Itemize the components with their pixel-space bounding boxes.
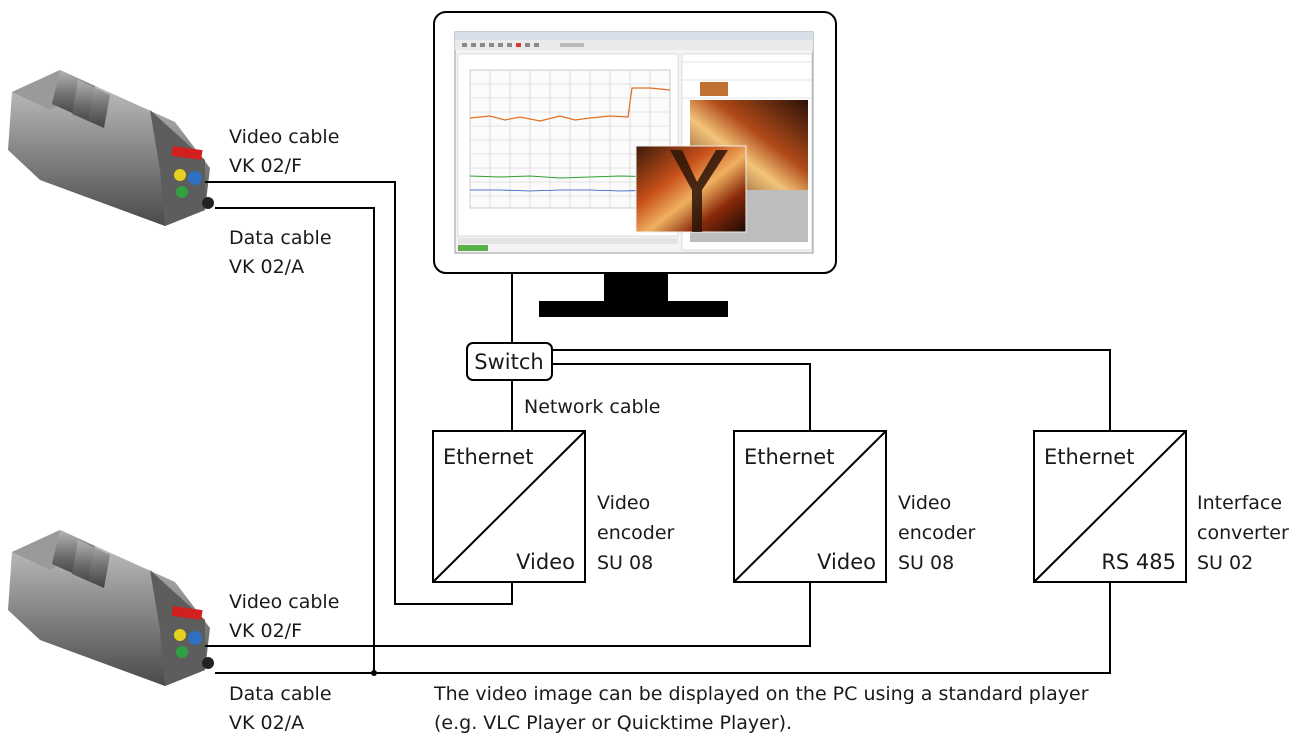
- data-cables: [215, 207, 1111, 676]
- svg-text:Data cable: Data cable: [229, 683, 332, 705]
- network-cable-label: Network cable: [524, 396, 661, 418]
- svg-text:converter: converter: [1197, 522, 1289, 544]
- device-caption-1: Video encoder SU 08: [597, 492, 675, 574]
- monitor-stand: [539, 273, 728, 317]
- footnote: The video image can be displayed on the …: [433, 683, 1089, 734]
- svg-text:Video cable: Video cable: [229, 591, 339, 613]
- svg-text:Video cable: Video cable: [229, 126, 339, 148]
- svg-text:encoder: encoder: [597, 522, 675, 544]
- pc-monitor: [433, 11, 837, 274]
- svg-text:(e.g. VLC Player or Quicktime: (e.g. VLC Player or Quicktime Player).: [434, 712, 792, 734]
- svg-text:SU 08: SU 08: [898, 552, 954, 574]
- device-port-top: Ethernet: [744, 445, 834, 469]
- device-caption-3: Interface converter SU 02: [1197, 492, 1289, 574]
- pyrometer-camera-2: [8, 530, 214, 686]
- video-encoder-1: Ethernet Video: [432, 430, 586, 583]
- device-caption-2: Video encoder SU 08: [898, 492, 976, 574]
- device-port-top: Ethernet: [443, 445, 533, 469]
- cable-label-video-1: Video cable VK 02/F: [229, 126, 339, 177]
- device-port-bottom: Video: [817, 550, 876, 574]
- video-cables: [205, 181, 811, 647]
- svg-text:Interface: Interface: [1197, 492, 1282, 514]
- svg-text:Data cable: Data cable: [229, 227, 332, 249]
- svg-text:Video: Video: [898, 492, 951, 514]
- svg-text:Video: Video: [597, 492, 650, 514]
- svg-text:VK 02/A: VK 02/A: [229, 712, 304, 734]
- svg-text:VK 02/F: VK 02/F: [229, 620, 302, 642]
- device-port-top: Ethernet: [1044, 445, 1134, 469]
- device-port-bottom: Video: [516, 550, 575, 574]
- svg-text:SU 08: SU 08: [597, 552, 653, 574]
- cable-label-data-2: Data cable VK 02/A: [229, 683, 332, 734]
- video-encoder-2: Ethernet Video: [733, 430, 887, 583]
- device-port-bottom: RS 485: [1101, 550, 1176, 574]
- svg-text:encoder: encoder: [898, 522, 976, 544]
- interface-converter: Ethernet RS 485: [1033, 430, 1187, 583]
- svg-text:VK 02/A: VK 02/A: [229, 256, 304, 278]
- network-switch: Switch: [466, 342, 553, 381]
- pyrometer-camera-1: [8, 70, 214, 226]
- switch-label: Switch: [474, 350, 543, 374]
- furnace-video-frame-2: [635, 145, 747, 233]
- svg-text:VK 02/F: VK 02/F: [229, 155, 302, 177]
- network-cables: [511, 273, 1111, 431]
- svg-text:SU 02: SU 02: [1197, 552, 1253, 574]
- svg-text:The video image can be display: The video image can be displayed on the …: [433, 683, 1089, 705]
- cable-label-data-1: Data cable VK 02/A: [229, 227, 332, 278]
- cable-label-video-2: Video cable VK 02/F: [229, 591, 339, 642]
